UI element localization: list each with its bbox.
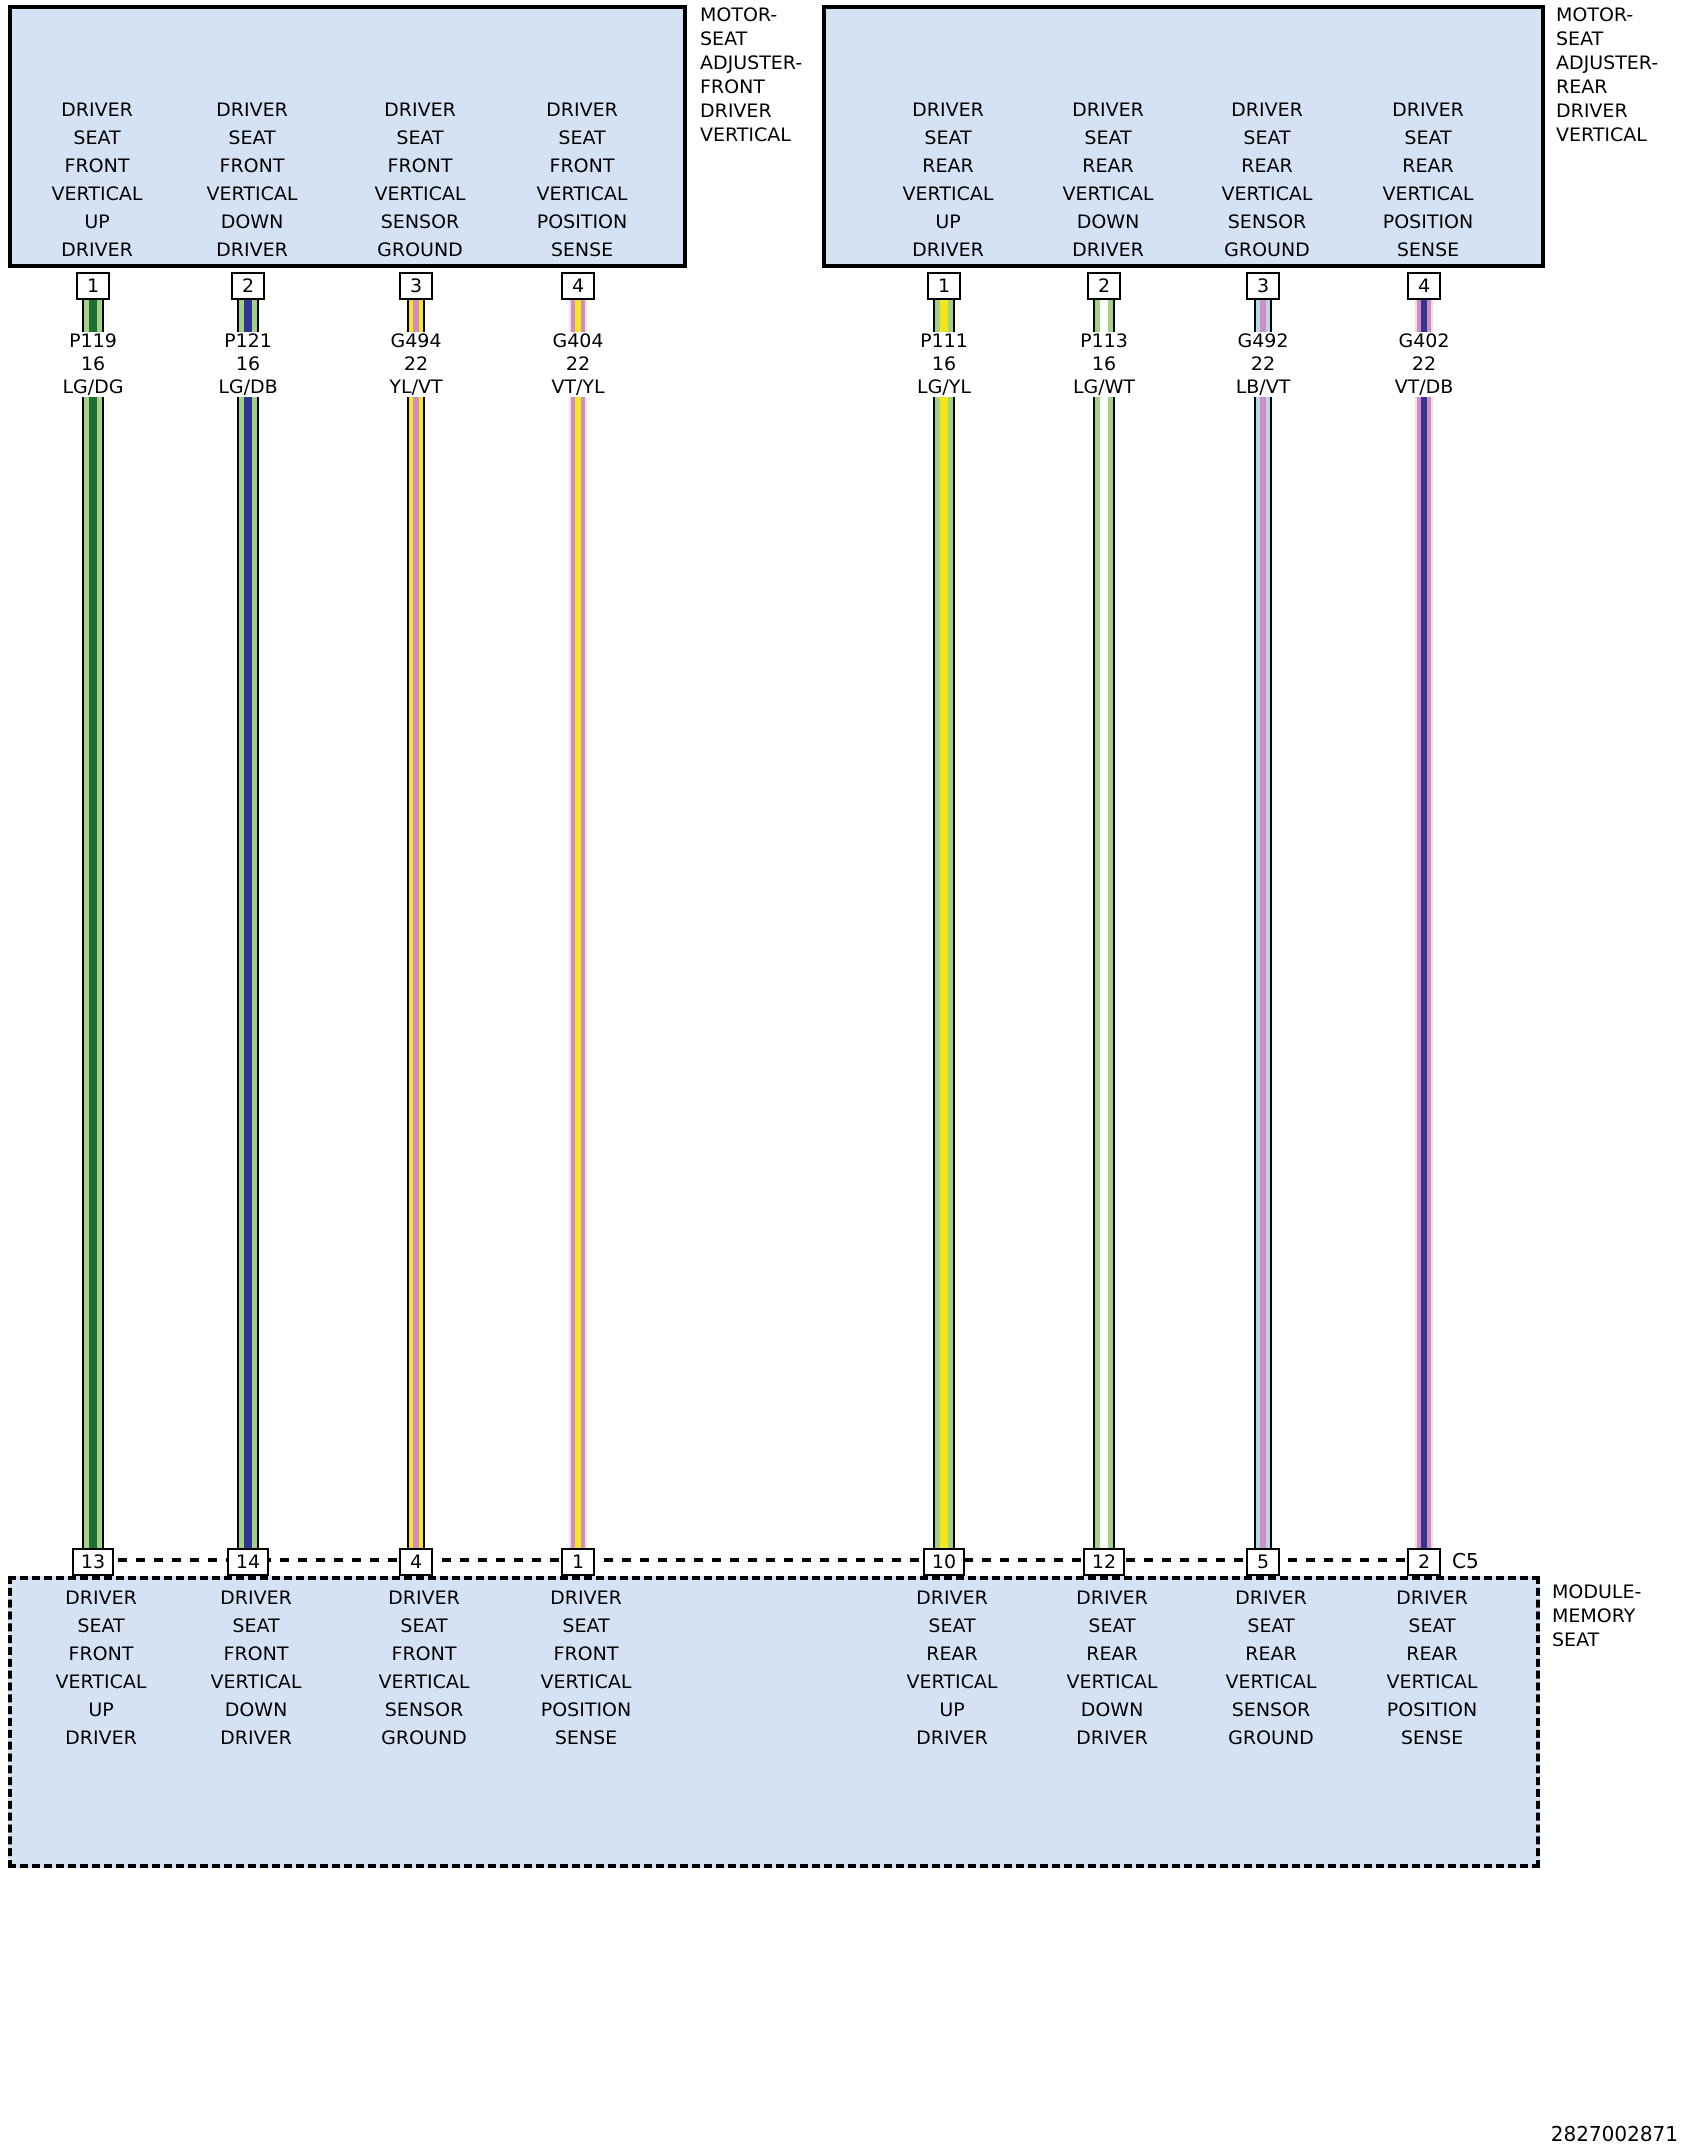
- pin-number-bottom: 12: [1083, 1548, 1125, 1576]
- module-name-module-memory-seat: MODULE- MEMORY SEAT: [1552, 1581, 1642, 1651]
- pin-function-label: DRIVER SEAT REAR VERTICAL SENSOR GROUND: [1225, 1587, 1317, 1749]
- pin-function-label: DRIVER SEAT REAR VERTICAL POSITION SENSE: [1382, 99, 1474, 261]
- wire-stub: [569, 298, 587, 332]
- module-memory-seat-box: DRIVER SEAT FRONT VERTICAL UP DRIVER DRI…: [8, 1576, 1540, 1868]
- pin-number-top: 1: [76, 272, 110, 300]
- wire-stub: [82, 298, 104, 332]
- circuit-label: P113 16 LG/WT: [1072, 330, 1136, 398]
- pin-function-label: DRIVER SEAT FRONT VERTICAL POSITION SENS…: [536, 99, 628, 261]
- connector-motor-seat-adjuster-rear: DRIVER SEAT REAR VERTICAL UP DRIVER DRIV…: [822, 5, 1545, 268]
- pin-function-label: DRIVER SEAT FRONT VERTICAL UP DRIVER: [51, 99, 143, 261]
- wire-stub: [933, 298, 955, 332]
- diagram-part-number: 2827002871: [1550, 2122, 1678, 2146]
- pin-number-bottom: 2: [1407, 1548, 1441, 1576]
- pin-number-top: 2: [1087, 272, 1121, 300]
- pin-function-label: DRIVER SEAT REAR VERTICAL UP DRIVER: [906, 1587, 998, 1749]
- wire: [569, 397, 587, 1548]
- pin-function-label: DRIVER SEAT REAR VERTICAL SENSOR GROUND: [1221, 99, 1313, 261]
- pin-number-top: 4: [561, 272, 595, 300]
- wire-stub: [237, 298, 259, 332]
- circuit-label: P111 16 LG/YL: [917, 330, 971, 398]
- wire-stub: [1415, 298, 1433, 332]
- pin-number-bottom: 10: [923, 1548, 965, 1576]
- pin-function-label: DRIVER SEAT REAR VERTICAL DOWN DRIVER: [1066, 1587, 1158, 1749]
- wire-stub: [1254, 298, 1272, 332]
- connector-name-motor-seat-adjuster-front: MOTOR- SEAT ADJUSTER- FRONT DRIVER VERTI…: [700, 4, 803, 146]
- connector-id-c5: C5: [1452, 1549, 1479, 1573]
- connector-dashed-line: [100, 1558, 1420, 1562]
- pin-function-label: DRIVER SEAT FRONT VERTICAL DOWN DRIVER: [210, 1587, 302, 1749]
- pin-number-bottom: 14: [227, 1548, 269, 1576]
- connector-motor-seat-adjuster-front: DRIVER SEAT FRONT VERTICAL UP DRIVER DRI…: [8, 5, 687, 268]
- pin-number-top: 2: [231, 272, 265, 300]
- circuit-label: G492 22 LB/VT: [1235, 330, 1291, 398]
- pin-function-label: DRIVER SEAT REAR VERTICAL UP DRIVER: [902, 99, 994, 261]
- pin-number-top: 3: [1246, 272, 1280, 300]
- pin-function-label: DRIVER SEAT FRONT VERTICAL POSITION SENS…: [540, 1587, 632, 1749]
- pin-number-top: 4: [1407, 272, 1441, 300]
- wire: [82, 397, 104, 1548]
- pin-function-label: DRIVER SEAT FRONT VERTICAL SENSOR GROUND: [378, 1587, 470, 1749]
- pin-number-bottom: 1: [561, 1548, 595, 1576]
- wire: [1093, 397, 1115, 1548]
- circuit-label: G494 22 YL/VT: [389, 330, 443, 398]
- wire: [407, 397, 425, 1548]
- circuit-label: P119 16 LG/DG: [62, 330, 124, 398]
- circuit-label: G404 22 VT/YL: [551, 330, 605, 398]
- wire: [933, 397, 955, 1548]
- wire: [1415, 397, 1433, 1548]
- pin-function-label: DRIVER SEAT REAR VERTICAL POSITION SENSE: [1386, 1587, 1478, 1749]
- pin-number-top: 3: [399, 272, 433, 300]
- wire: [237, 397, 259, 1548]
- wire: [1254, 397, 1272, 1548]
- wire-stub: [407, 298, 425, 332]
- pin-number-bottom: 13: [72, 1548, 114, 1576]
- pin-function-label: DRIVER SEAT FRONT VERTICAL SENSOR GROUND: [374, 99, 466, 261]
- circuit-label: P121 16 LG/DB: [218, 330, 278, 398]
- pin-number-bottom: 4: [399, 1548, 433, 1576]
- pin-function-label: DRIVER SEAT FRONT VERTICAL UP DRIVER: [55, 1587, 147, 1749]
- wire-stub: [1093, 298, 1115, 332]
- circuit-label: G402 22 VT/DB: [1394, 330, 1454, 398]
- pin-number-top: 1: [927, 272, 961, 300]
- pin-number-bottom: 5: [1246, 1548, 1280, 1576]
- pin-function-label: DRIVER SEAT REAR VERTICAL DOWN DRIVER: [1062, 99, 1154, 261]
- pin-function-label: DRIVER SEAT FRONT VERTICAL DOWN DRIVER: [206, 99, 298, 261]
- connector-name-motor-seat-adjuster-rear: MOTOR- SEAT ADJUSTER- REAR DRIVER VERTIC…: [1556, 4, 1659, 146]
